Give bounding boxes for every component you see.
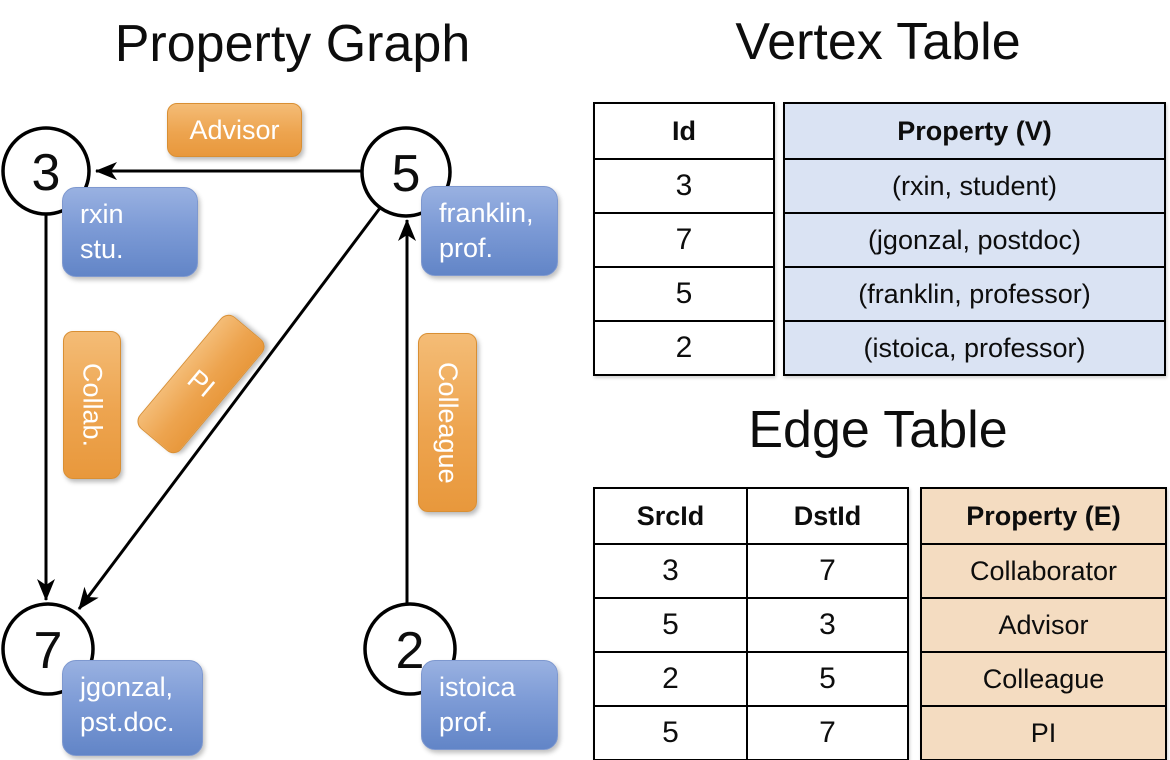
vertex-table-title: Vertex Table bbox=[735, 13, 1021, 71]
property-graph-title: Property Graph bbox=[114, 15, 471, 73]
table-cell: 2 bbox=[595, 320, 773, 374]
vertex-props-7-line1: jgonzal, bbox=[80, 672, 174, 702]
vertex-table: Id 3 7 5 2 Property (V) (rxin, student) … bbox=[593, 102, 1166, 376]
table-cell: PI bbox=[922, 705, 1165, 759]
table-cell: 5 bbox=[746, 651, 907, 705]
edge-5-7 bbox=[77, 207, 382, 610]
table-cell: 5 bbox=[595, 705, 746, 759]
vertex-props-3-line2: stu. bbox=[80, 234, 124, 264]
edge-label-advisor-text: Advisor bbox=[189, 114, 280, 145]
vertex-props-7: jgonzal, pst.doc. bbox=[62, 660, 203, 756]
vertex-props-2: istoica prof. bbox=[421, 660, 558, 750]
table-cell: (franklin, professor) bbox=[785, 266, 1164, 320]
vertex-props-2-line2: prof. bbox=[439, 707, 494, 737]
edge-table-property-column: Property (E) Collaborator Advisor Collea… bbox=[920, 487, 1167, 760]
column-header: SrcId bbox=[636, 500, 705, 531]
vertex-props-3: rxin stu. bbox=[62, 187, 198, 277]
table-cell: (rxin, student) bbox=[785, 158, 1164, 212]
table-cell: 7 bbox=[746, 705, 907, 759]
node-id-5: 5 bbox=[392, 145, 421, 203]
vertex-table-property-column: Property (V) (rxin, student) (jgonzal, p… bbox=[783, 102, 1166, 376]
table-cell: (istoica, professor) bbox=[785, 320, 1164, 374]
edge-table-id-columns: SrcId DstId 3 7 5 3 2 5 5 7 bbox=[593, 487, 909, 760]
edge-label-pi-text: PI bbox=[181, 363, 221, 404]
node-id-7: 7 bbox=[34, 622, 63, 680]
table-cell: 5 bbox=[595, 266, 773, 320]
table-cell: 3 bbox=[595, 158, 773, 212]
table-cell: Collaborator bbox=[922, 543, 1165, 597]
vertex-props-2-line1: istoica bbox=[439, 672, 516, 702]
vertex-props-5: franklin, prof. bbox=[421, 186, 558, 276]
vertex-table-id-column: Id 3 7 5 2 bbox=[593, 102, 775, 376]
table-cell: 5 bbox=[595, 597, 746, 651]
column-header: Property (E) bbox=[922, 489, 1165, 543]
table-cell: 2 bbox=[595, 651, 746, 705]
table-cell: 3 bbox=[746, 597, 907, 651]
table-cell: 7 bbox=[595, 212, 773, 266]
edge-label-advisor: Advisor bbox=[167, 103, 302, 157]
edge-label-colleague-text: Colleague bbox=[433, 361, 463, 484]
edge-table-title: Edge Table bbox=[748, 401, 1008, 459]
column-header: Property (V) bbox=[785, 104, 1164, 158]
column-header: Id bbox=[672, 115, 696, 146]
vertex-props-3-line1: rxin bbox=[80, 199, 124, 229]
column-header: DstId bbox=[746, 489, 907, 543]
vertex-props-5-line1: franklin, bbox=[439, 198, 534, 228]
vertex-props-7-line2: pst.doc. bbox=[80, 707, 175, 737]
edge-label-collab: Collab. bbox=[63, 331, 121, 479]
edge-label-collab-text: Collab. bbox=[77, 362, 108, 448]
table-cell: Colleague bbox=[922, 651, 1165, 705]
vertex-props-5-line2: prof. bbox=[439, 233, 494, 263]
table-cell: 3 bbox=[595, 543, 746, 597]
table-cell: Advisor bbox=[922, 597, 1165, 651]
table-cell: 7 bbox=[746, 543, 907, 597]
node-id-3: 3 bbox=[32, 144, 61, 202]
table-cell: (jgonzal, postdoc) bbox=[785, 212, 1164, 266]
node-id-2: 2 bbox=[396, 622, 425, 680]
edge-label-colleague: Colleague bbox=[418, 333, 477, 512]
edge-table: SrcId DstId 3 7 5 3 2 5 5 7 Property (E)… bbox=[593, 487, 1167, 760]
